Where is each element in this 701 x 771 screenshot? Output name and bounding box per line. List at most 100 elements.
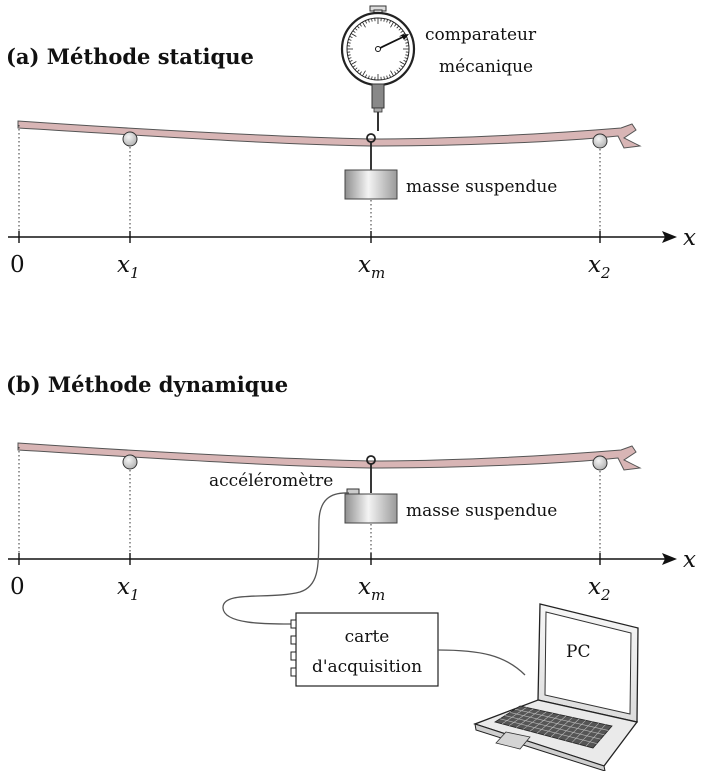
panel-a-title: (a) Méthode statique xyxy=(6,44,254,69)
dial-tick xyxy=(390,70,394,77)
axis-name-b: x xyxy=(683,547,696,573)
dial-tick xyxy=(356,25,360,29)
dial-tick xyxy=(347,42,351,44)
dial-tick xyxy=(386,75,388,79)
dial-tick xyxy=(352,65,356,68)
dial-tick xyxy=(352,30,356,33)
support-roller-2-b xyxy=(592,455,608,471)
dial-tick xyxy=(389,20,391,24)
daq-label-line2: d'acquisition xyxy=(312,657,422,677)
panel-b-title: (b) Méthode dynamique xyxy=(6,372,288,397)
dial-tick xyxy=(389,74,391,78)
keyboard-column xyxy=(557,718,580,739)
keyboard-column xyxy=(585,724,606,747)
x-axis-b xyxy=(8,553,677,565)
dial-tick xyxy=(398,27,402,31)
support-roller-1-b xyxy=(122,454,138,470)
keyboard-column xyxy=(508,708,534,726)
dial-tick xyxy=(350,33,357,37)
mass-label-b: masse suspendue xyxy=(406,501,557,521)
gauge-label-line2: mécanique xyxy=(439,57,533,77)
dial-tick xyxy=(368,75,370,79)
tick-x1-a: x1 xyxy=(117,252,140,282)
dial-tick xyxy=(359,23,362,27)
dial-tick xyxy=(396,69,400,73)
dial-tick xyxy=(349,36,353,38)
keyboard-column xyxy=(571,721,593,743)
usb-cable xyxy=(437,649,526,676)
accelerometer-cable xyxy=(222,492,350,625)
dial-tick xyxy=(404,57,408,59)
dial-tick xyxy=(405,54,409,56)
suspended-mass-b xyxy=(344,493,398,524)
keyboard-column xyxy=(543,715,567,736)
dial-tick xyxy=(362,21,366,28)
pc-label: PC xyxy=(566,642,590,662)
bow-stick-b xyxy=(17,442,642,471)
dial-tick xyxy=(400,30,404,33)
dial-tick xyxy=(365,74,367,78)
tick-x1-b: x1 xyxy=(117,574,140,604)
dial-tick xyxy=(356,69,360,73)
keyboard-column xyxy=(578,722,600,745)
dial-tick xyxy=(368,19,370,23)
dial-tick xyxy=(354,67,358,71)
dial-tick xyxy=(347,54,351,56)
support-roller-1 xyxy=(122,131,138,147)
dial-tick xyxy=(398,67,402,71)
suspended-mass xyxy=(344,169,398,200)
tick-0-a: 0 xyxy=(10,252,25,278)
accelerometer-label: accéléromètre xyxy=(209,471,333,491)
tick-x2-b: x2 xyxy=(588,574,611,604)
dial-tick xyxy=(383,18,385,22)
axis-name-a: x xyxy=(683,225,696,251)
keyboard-column xyxy=(550,717,573,738)
dial-tick xyxy=(365,20,367,24)
hook-icon xyxy=(366,133,376,170)
dial-tick xyxy=(399,61,406,65)
tick-x2-a: x2 xyxy=(588,252,611,282)
dial-tick xyxy=(371,18,373,22)
support-roller-2 xyxy=(592,133,608,149)
dial-tick xyxy=(404,39,408,41)
tick-xm-a: xm xyxy=(358,252,385,282)
keyboard-column xyxy=(536,714,560,734)
panel-b: (b) Méthode dynamique accéléromètre mass… xyxy=(6,372,696,771)
dial-tick xyxy=(349,60,353,62)
hook-icon-b xyxy=(366,455,376,493)
mass-label-a: masse suspendue xyxy=(406,177,557,197)
dial-tick xyxy=(386,19,388,23)
daq-box xyxy=(290,612,439,687)
dial-tick xyxy=(403,60,407,62)
dial-gauge-icon xyxy=(340,5,416,131)
tick-xm-b: xm xyxy=(358,574,385,604)
bow-stick xyxy=(17,120,642,149)
x-axis-a xyxy=(8,231,677,243)
keyboard-column xyxy=(529,712,554,732)
dial-tick xyxy=(371,76,373,80)
dial-tick xyxy=(354,27,358,31)
dial-tick xyxy=(390,21,394,28)
dial-tick xyxy=(362,70,366,77)
dial-tick xyxy=(348,39,352,41)
dial-tick xyxy=(400,65,404,68)
keyboard-column xyxy=(515,710,540,728)
keyboard-column xyxy=(522,711,547,730)
gauge-label-line1: comparateur xyxy=(425,25,537,45)
daq-label-line1: carte xyxy=(345,627,390,647)
dial-tick xyxy=(359,71,362,75)
keyboard-column xyxy=(564,720,586,741)
dial-tick xyxy=(394,71,397,75)
keyboard-column xyxy=(501,707,527,725)
dial-tick xyxy=(348,57,352,59)
panel-a: (a) Méthode statique comparateur mécaniq… xyxy=(6,5,696,282)
dial-tick xyxy=(405,42,409,44)
laptop-icon xyxy=(473,603,639,771)
dial-tick xyxy=(396,25,400,29)
dial-tick xyxy=(394,23,397,27)
dial-tick xyxy=(350,61,357,65)
dial-tick xyxy=(383,76,385,80)
tick-0-b: 0 xyxy=(10,574,25,600)
